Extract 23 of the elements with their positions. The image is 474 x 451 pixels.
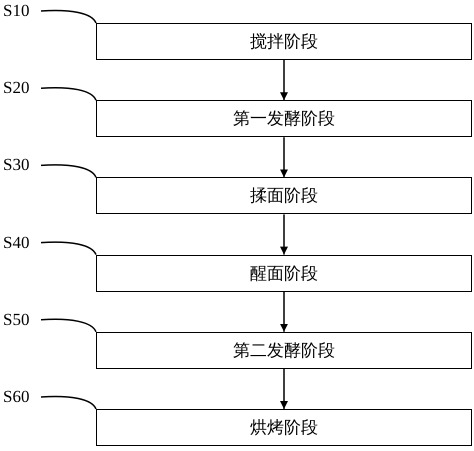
process-box: 醒面阶段 (96, 254, 472, 292)
leader-line (40, 86, 97, 101)
leader-line (40, 10, 97, 24)
step-label: S40 (3, 234, 30, 252)
step-label: S50 (3, 310, 30, 329)
arrow (280, 60, 288, 100)
leader-line (40, 241, 97, 255)
process-box: 第一发酵阶段 (96, 100, 472, 138)
leader-line (40, 318, 97, 332)
arrow (280, 368, 288, 409)
arrow (280, 214, 288, 255)
process-box: 烘烤阶段 (96, 409, 472, 446)
arrow (280, 292, 288, 332)
step-label: S10 (3, 2, 30, 20)
process-box: 第二发酵阶段 (96, 332, 472, 369)
leader-line (40, 164, 97, 178)
leader-line (40, 396, 97, 410)
step-label: S20 (3, 79, 30, 98)
step-label: S60 (3, 388, 30, 406)
arrow (280, 137, 288, 178)
process-box: 搅拌阶段 (96, 23, 472, 60)
process-box: 揉面阶段 (96, 177, 472, 214)
step-label: S30 (3, 156, 30, 174)
